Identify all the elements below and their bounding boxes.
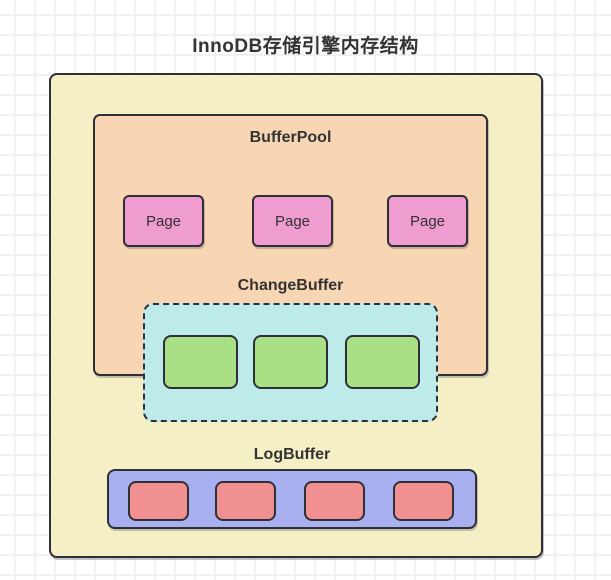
log-buffer-cell — [215, 481, 276, 521]
change-buffer-cell — [253, 335, 328, 389]
page-box: Page — [252, 195, 333, 247]
log-buffer-cell — [128, 481, 189, 521]
diagram-title: InnoDB存储引擎内存结构 — [192, 36, 419, 57]
page-box: Page — [387, 195, 468, 247]
log-buffer-cell — [393, 481, 454, 521]
page-box: Page — [123, 195, 204, 247]
log-buffer-label: LogBuffer — [253, 446, 331, 463]
buffer-pool-label: BufferPool — [249, 129, 332, 146]
change-buffer-cell — [163, 335, 238, 389]
log-buffer-cell — [304, 481, 365, 521]
change-buffer-cell — [345, 335, 420, 389]
change-buffer-label: ChangeBuffer — [237, 277, 344, 294]
